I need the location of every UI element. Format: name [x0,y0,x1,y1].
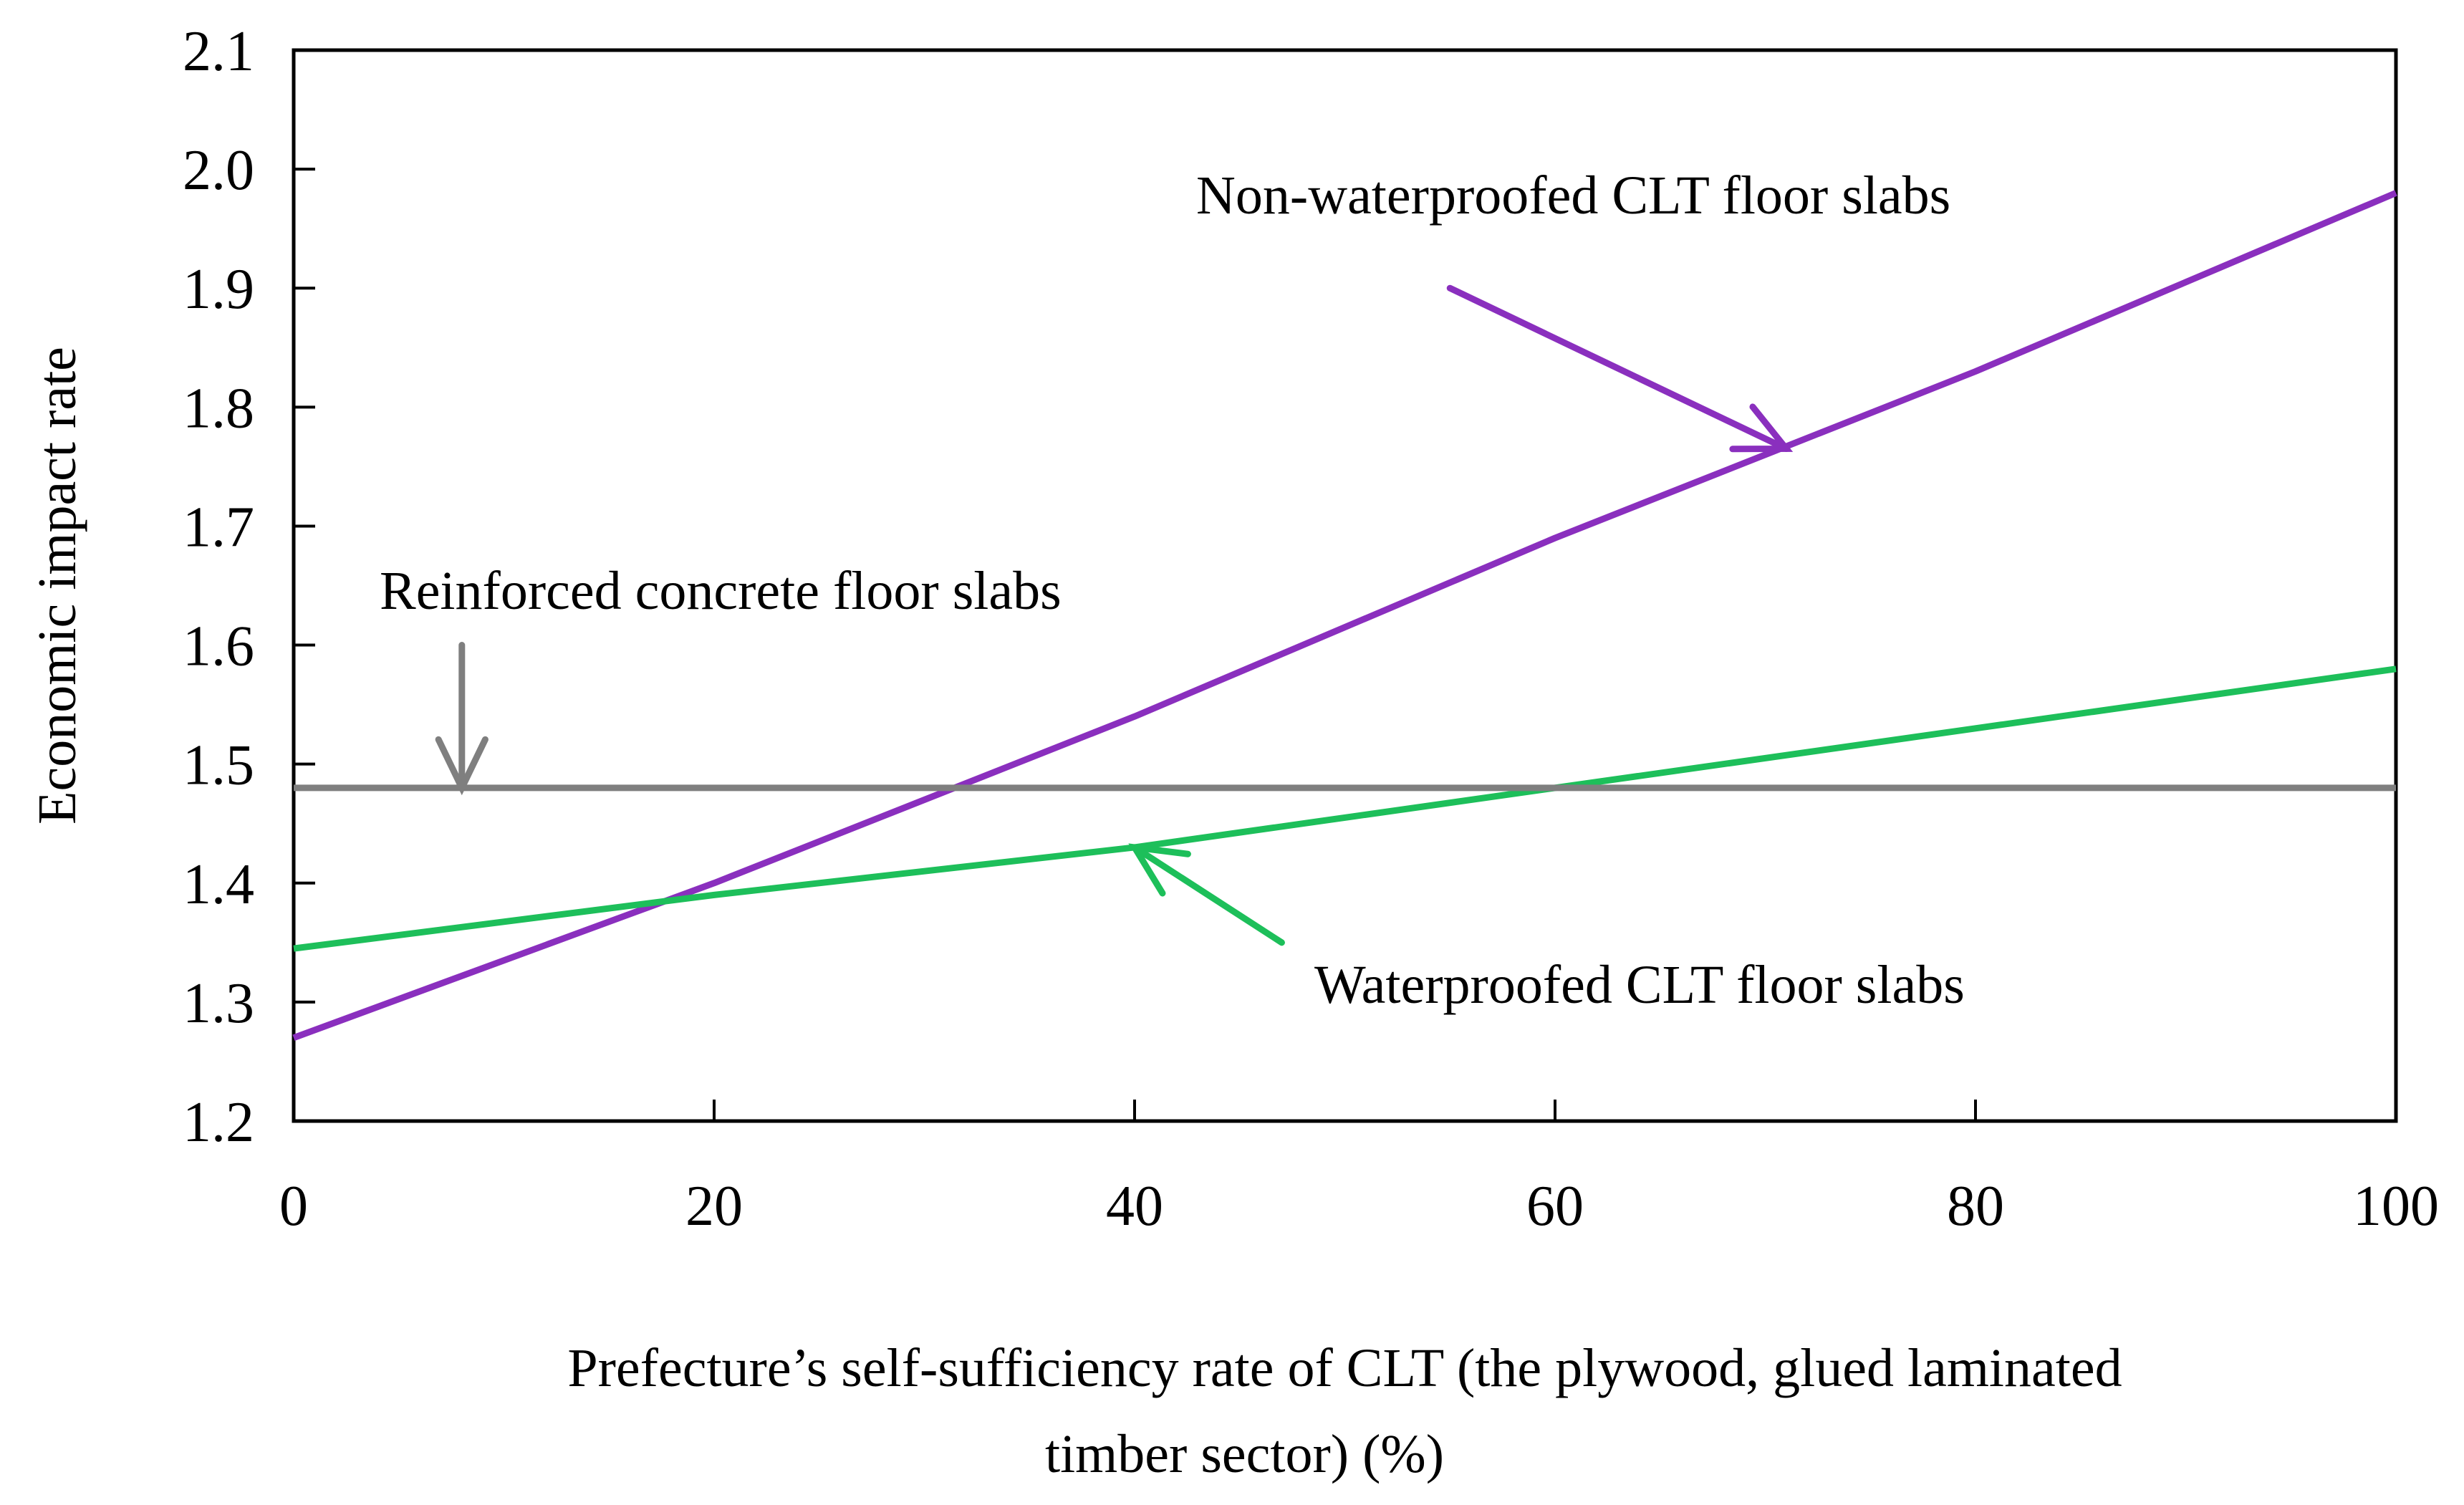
annotation-reinforced-concrete-arrowhead [435,736,489,796]
x-axis-title-line-1: Prefecture’s self-sufficiency rate of CL… [567,1338,2122,1398]
series-line-non-waterproofed-clt [292,190,2397,1041]
y-tick-label: 2.0 [183,139,254,202]
series-line-waterproofed-clt [293,665,2397,952]
y-tick-label: 1.5 [183,734,254,797]
annotation-non-waterproofed-arrowhead [1729,403,1794,453]
y-tick-label: 1.3 [183,972,254,1035]
annotation-waterproofed-arrowhead [1128,843,1191,897]
annotation-waterproofed-arrow [1131,844,1285,946]
plot-area-frame [292,48,2398,1123]
y-tick-label: 1.7 [183,496,254,559]
y-tick-label: 1.6 [183,615,254,678]
annotation-reinforced-concrete-label: Reinforced concrete floor slabs [380,561,1062,621]
y-axis-title: Economic impact rate [27,347,87,824]
x-tick-label: 20 [685,1175,743,1238]
annotation-non-waterproofed-arrow [1446,284,1790,452]
annotation-non-waterproofed-label: Non-waterproofed CLT floor slabs [1196,165,1950,226]
x-tick-label: 0 [279,1175,308,1238]
y-tick-label: 1.4 [183,853,254,916]
y-tick-label: 1.2 [183,1091,254,1154]
y-tick-label: 1.9 [183,258,254,321]
x-tick-label: 60 [1526,1175,1584,1238]
x-tick-label: 80 [1947,1175,2004,1238]
annotation-waterproofed-label: Waterproofed CLT floor slabs [1314,955,1965,1015]
x-tick-label: 40 [1106,1175,1163,1238]
y-tick-label: 2.1 [183,20,254,83]
x-axis-title-line-2: timber sector) (%) [1045,1424,1444,1484]
x-tick-label: 100 [2353,1175,2439,1238]
y-tick-label: 1.8 [183,377,254,440]
